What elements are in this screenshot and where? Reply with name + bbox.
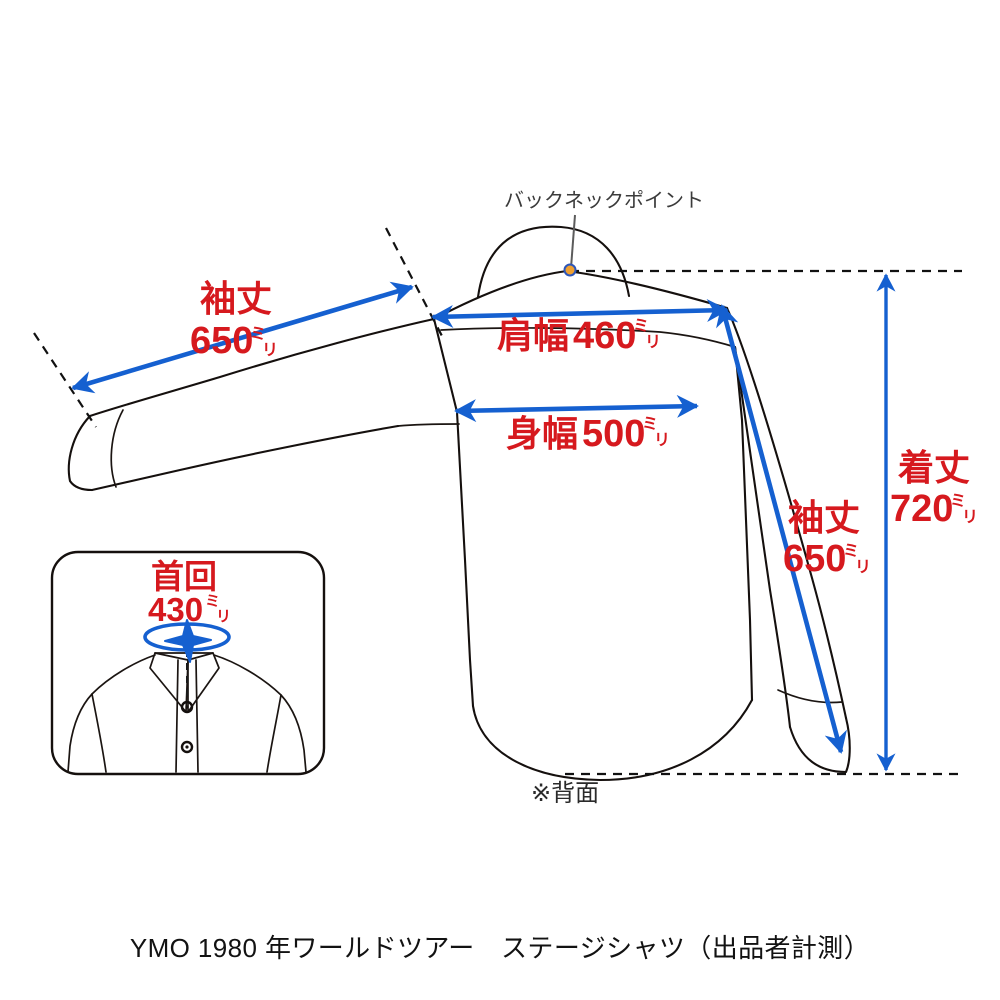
label-sleeve-right: 袖丈 650 ミ リ (783, 497, 871, 580)
label-sleeve-left-unit-bottom: リ (262, 342, 278, 359)
label-sleeve-left-unit-top: ミ (250, 326, 266, 343)
label-shoulder-width: 肩幅 460 ミ リ (497, 315, 661, 357)
label-shoulder-width-unit-bottom: リ (645, 334, 661, 351)
collar-arc (476, 225, 631, 299)
label-sleeve-right-unit-top: ミ (843, 543, 859, 560)
label-shoulder-width-unit-top: ミ (633, 318, 649, 335)
label-body-width-unit-bottom: リ (654, 432, 670, 449)
label-body-length-unit-bottom: リ (962, 509, 978, 526)
back-neck-point-callout: バックネックポイント (504, 189, 704, 277)
collar-button-lower (180, 740, 194, 754)
inset-right-armhole (266, 694, 282, 773)
yoke-seam (440, 327, 736, 348)
dim-sleeve-left-line (71, 281, 414, 394)
dim-shoulder-width-line (431, 298, 729, 329)
neck-measure-star (164, 619, 212, 663)
guide-left-cuff-extension (33, 332, 97, 428)
label-body-width-unit-top: ミ (642, 416, 658, 433)
collar-button-upper-core (185, 705, 189, 709)
label-neck-circumference: 首回 430 ミ リ (148, 558, 231, 628)
label-body-width: 身幅 500 ミ リ (506, 413, 670, 455)
collar-illustration (67, 637, 307, 773)
label-body-length: 着丈 720 ミ リ (890, 447, 978, 530)
label-neck-value: 430 (148, 591, 203, 628)
label-neck-name: 首回 (151, 558, 217, 595)
label-sleeve-right-value: 650 (783, 538, 846, 580)
body-left-side (432, 317, 475, 708)
left-sleeve-cuff-seam (110, 409, 124, 488)
label-body-length-value: 720 (890, 488, 953, 530)
label-neck-unit-bottom: リ (216, 608, 231, 625)
label-sleeve-right-name: 袖丈 (788, 497, 860, 538)
dim-sleeve-right-line (716, 304, 847, 754)
left-sleeve-cuff-end (67, 414, 94, 492)
left-sleeve-under-edge (90, 424, 400, 492)
label-body-width-value: 500 (582, 413, 645, 455)
back-neck-point-leader (570, 214, 576, 269)
collar-button-upper (180, 700, 194, 714)
label-sleeve-left-name: 袖丈 (200, 278, 272, 319)
caption-text: YMO 1980 年ワールドツアー ステージシャツ（出品者計測） (129, 933, 871, 963)
body-hem (471, 698, 754, 782)
inset-left-armhole (91, 693, 107, 773)
back-neck-point-marker (563, 263, 577, 277)
back-view-note: ※背面 (531, 780, 599, 807)
collar-placket-right (195, 659, 199, 773)
neck-detail-inset: 首回 430 ミ リ (50, 550, 326, 776)
label-body-width-name: 身幅 (506, 413, 578, 454)
left-armhole-seam (397, 423, 460, 427)
label-sleeve-left-value: 650 (190, 320, 253, 362)
dim-body-width-line (454, 394, 699, 423)
label-body-length-unit-top: ミ (950, 493, 966, 510)
collar-placket (175, 659, 179, 773)
label-shoulder-width-name: 肩幅 (497, 315, 569, 356)
label-body-length-name: 着丈 (898, 447, 970, 488)
collar-button-lower-core (185, 745, 189, 749)
label-shoulder-width-value: 460 (573, 315, 636, 357)
label-sleeve-right-unit-bottom: リ (855, 559, 871, 576)
label-neck-unit-top: ミ (205, 593, 220, 610)
back-neck-point-label: バックネックポイント (504, 189, 704, 212)
dimension-lines-group (71, 273, 896, 772)
label-sleeve-left: 袖丈 650 ミ リ (190, 278, 278, 362)
